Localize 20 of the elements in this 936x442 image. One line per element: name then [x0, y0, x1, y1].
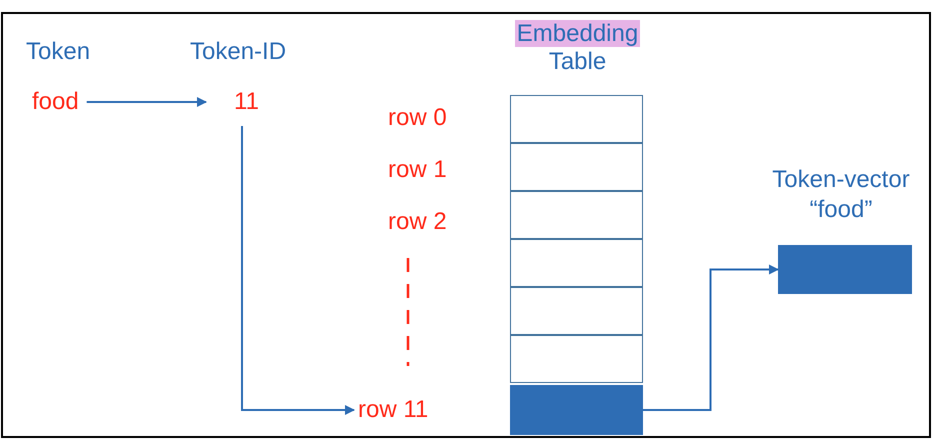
- token-text: 11: [234, 88, 259, 116]
- row-label: row 2: [388, 208, 447, 236]
- highlighted-table-row: [510, 385, 643, 435]
- table-row: [510, 335, 643, 383]
- token-text: food: [32, 88, 79, 116]
- table-row: [510, 95, 643, 143]
- token-text: row 11: [358, 396, 428, 424]
- table-row: [510, 191, 643, 239]
- vector-heading: Token-vector “food”: [771, 165, 911, 225]
- row-label: row 1: [388, 156, 447, 184]
- row-label: row 0: [388, 104, 447, 132]
- table-row: [510, 143, 643, 191]
- arrow: [643, 264, 779, 411]
- table-row: [510, 287, 643, 335]
- arrow: [241, 126, 355, 415]
- column-heading: Token: [26, 38, 90, 66]
- column-heading: Token-ID: [190, 38, 286, 66]
- table-heading: Embedding Table: [514, 20, 642, 76]
- arrow: [86, 97, 207, 107]
- table-row: [510, 239, 643, 287]
